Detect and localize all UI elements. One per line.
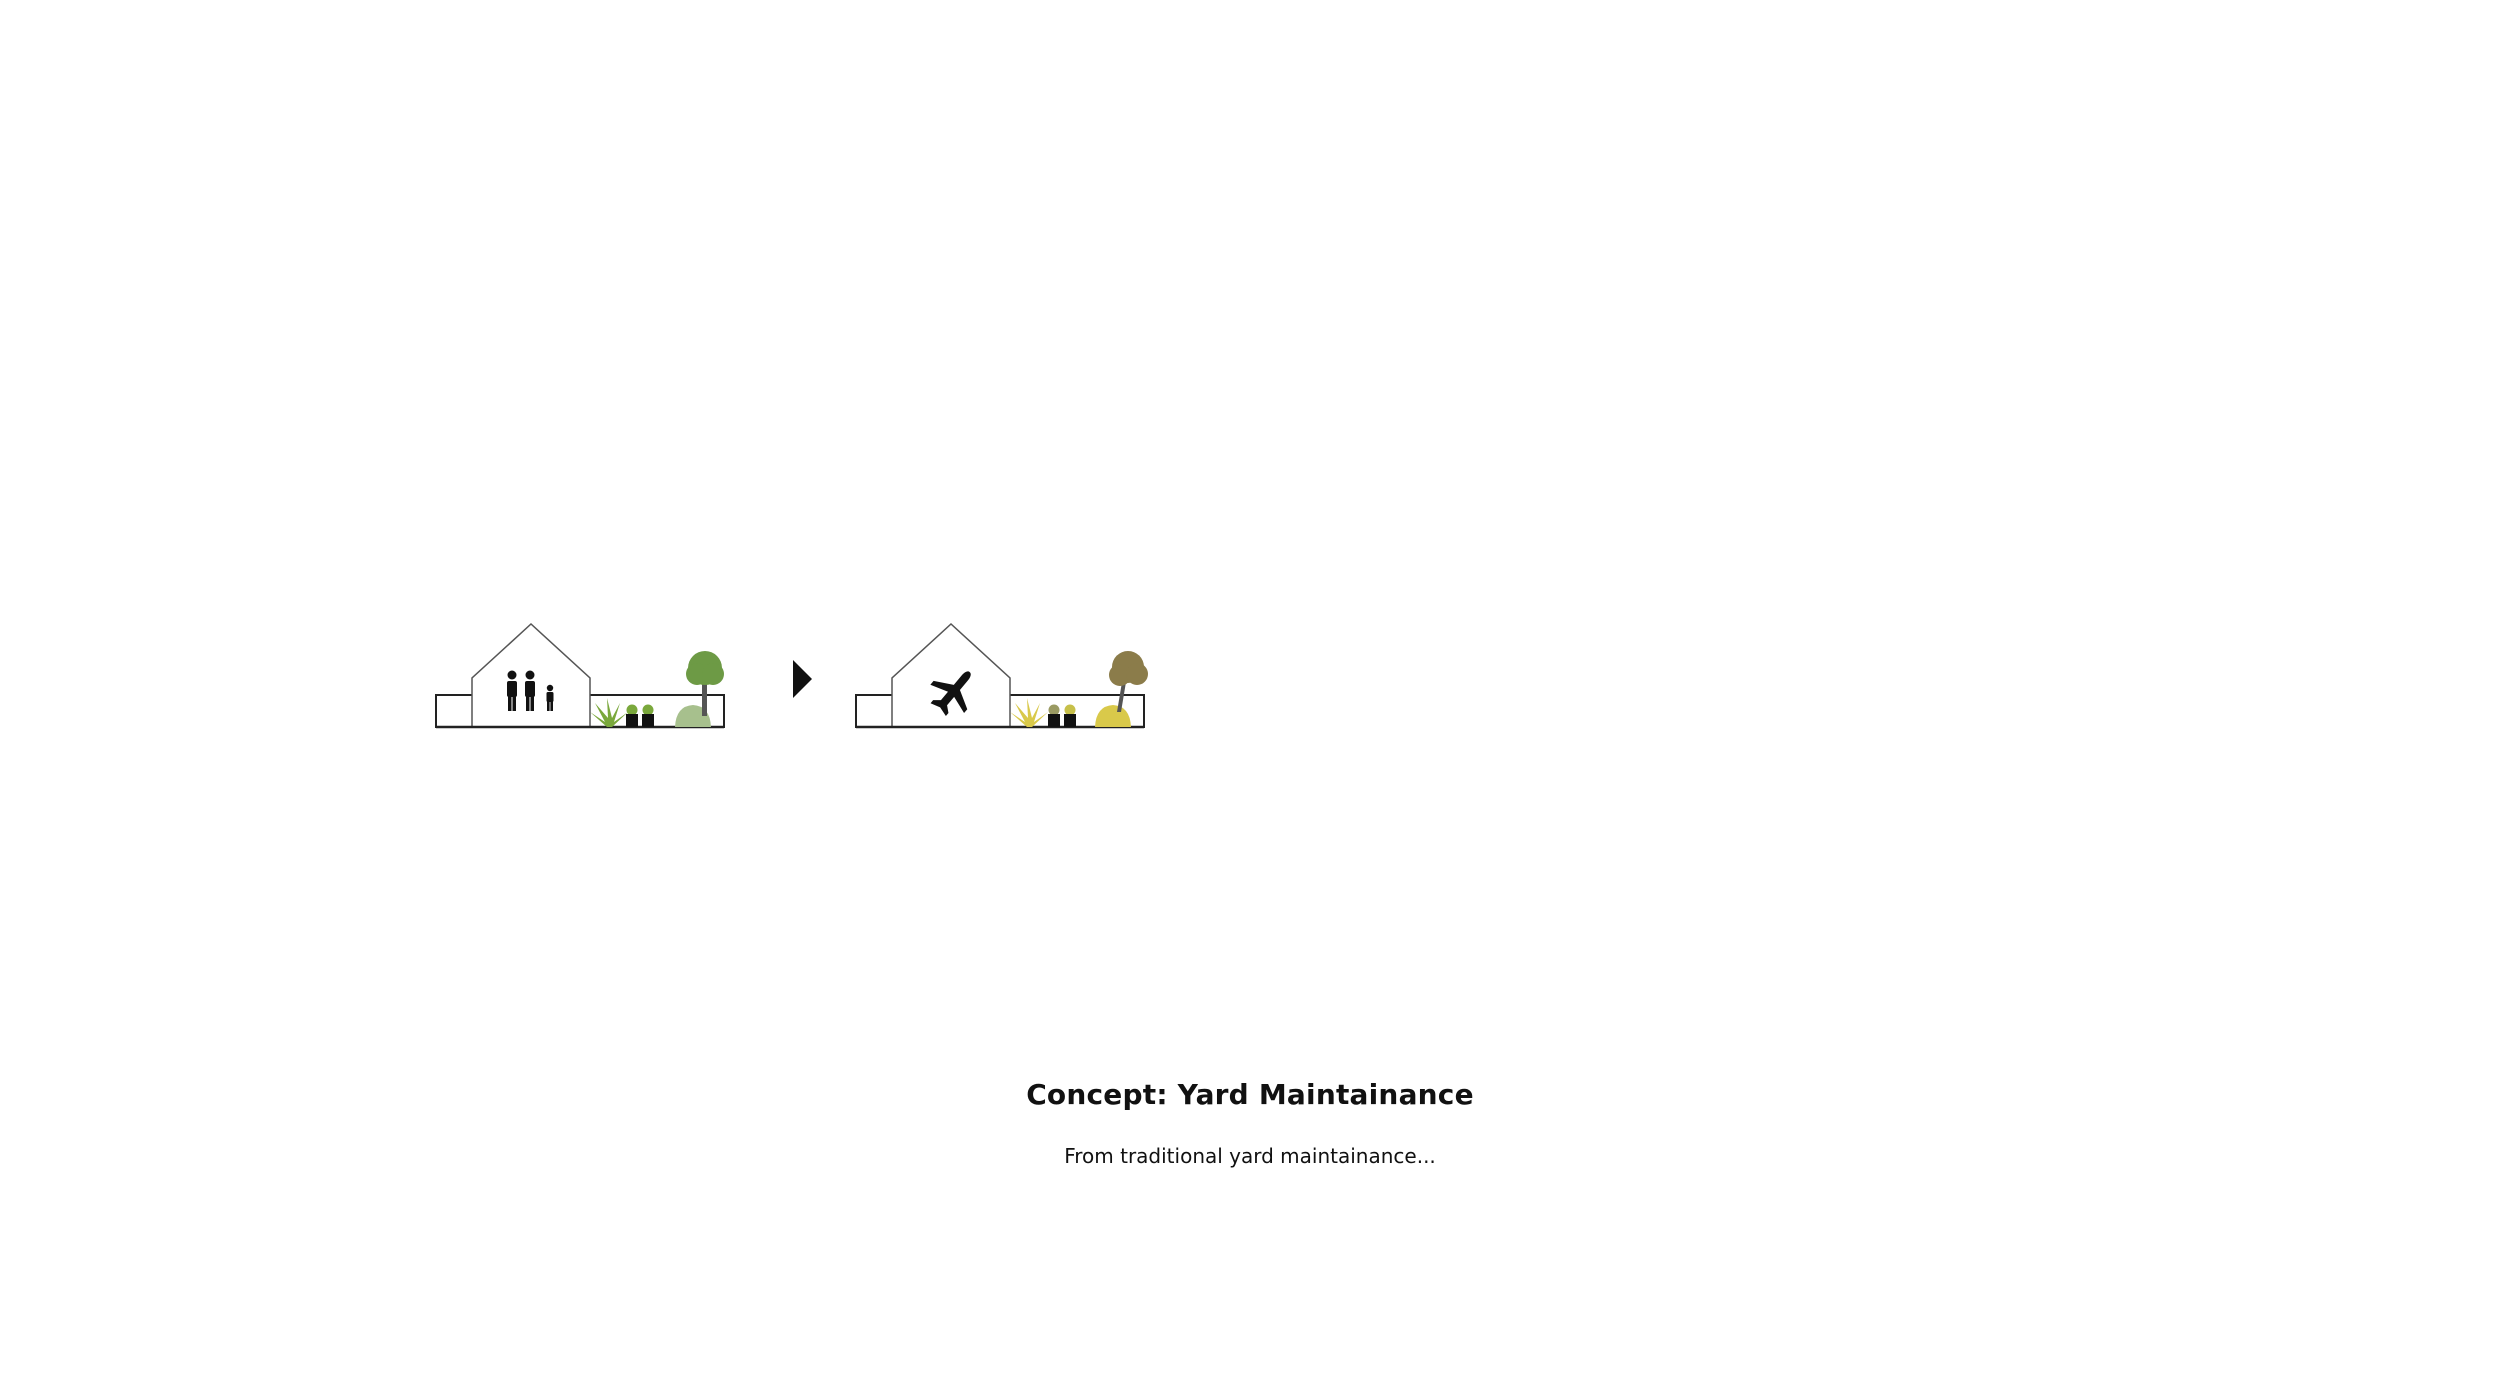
caption-subtitle: From traditional yard maintainance...: [1064, 1144, 1436, 1168]
caption-title: Concept: Yard Maintainance: [1026, 1078, 1474, 1111]
tree-icon: [686, 651, 724, 716]
airplane-icon: [930, 671, 971, 717]
arrow-right-icon: [793, 660, 812, 698]
grass-icon: [590, 698, 628, 727]
house-icon: [891, 622, 1011, 727]
bush-icon: [1095, 705, 1131, 727]
potted-plants-icon: [626, 704, 654, 727]
tree-icon: [1109, 651, 1148, 712]
potted-plants-icon: [1048, 704, 1076, 727]
grass-icon: [1010, 698, 1048, 727]
scene-after: [855, 622, 1148, 729]
scene-before: [435, 622, 725, 729]
family-icon: [507, 670, 554, 711]
